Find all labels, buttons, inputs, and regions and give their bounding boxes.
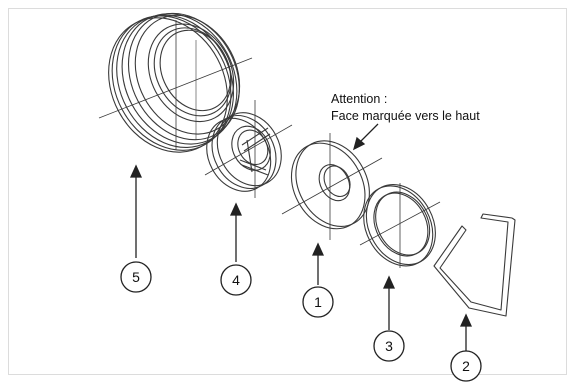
callout-2-label: 2 [462, 358, 470, 374]
callout-3: 3 [373, 330, 405, 362]
part-3-washer [359, 183, 441, 268]
callout-arrows [129, 164, 473, 355]
callout-5: 5 [120, 261, 152, 293]
callout-1-label: 1 [314, 294, 322, 310]
part-4-hub [204, 100, 293, 198]
attention-note-line1: Attention : [331, 92, 387, 106]
part-1-ring [281, 133, 383, 240]
callout-2: 2 [450, 350, 482, 382]
callout-4-label: 4 [232, 272, 240, 288]
note-arrow [352, 123, 379, 151]
attention-note: Attention : Face marquée vers le haut [331, 92, 480, 123]
callout-1: 1 [302, 286, 334, 318]
diagram-frame [8, 8, 567, 375]
callout-5-label: 5 [132, 269, 140, 285]
callout-3-label: 3 [385, 338, 393, 354]
part-5-wheel [98, 12, 253, 153]
attention-note-line2: Face marquée vers le haut [331, 109, 480, 123]
callout-4: 4 [220, 264, 252, 296]
part-2-wire-clip [433, 213, 516, 317]
